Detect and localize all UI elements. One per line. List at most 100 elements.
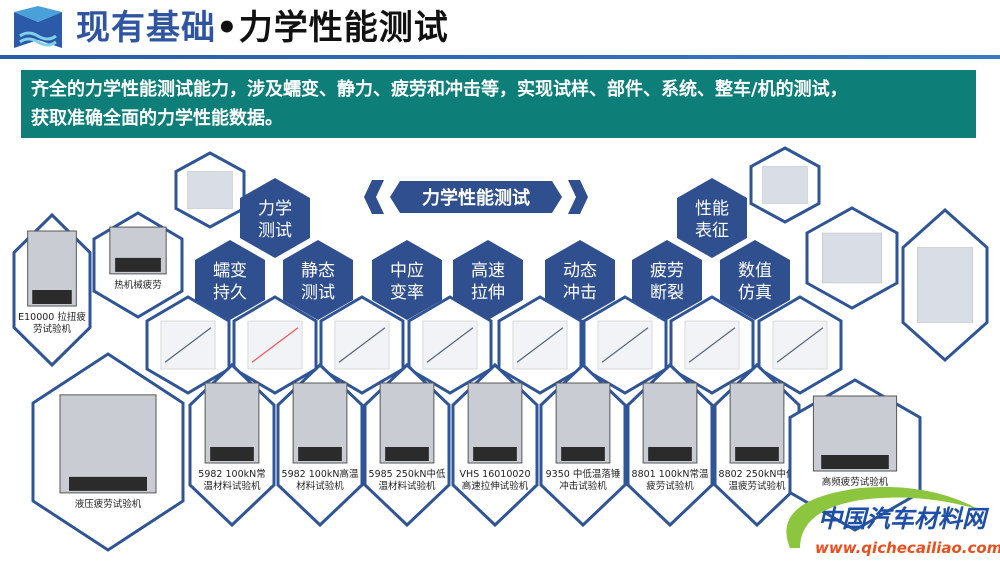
chart-curve <box>426 327 474 363</box>
category-label-line2: 断裂 <box>650 283 684 303</box>
machine-label-line1: 液压疲劳试验机 <box>75 498 142 510</box>
machine-label-line1: 热机械疲劳 <box>114 279 162 291</box>
category-label-line2: 表征 <box>695 221 729 241</box>
photo-placeholder <box>917 247 973 323</box>
machine-hex: 液压疲劳试验机 <box>31 352 185 552</box>
chart-image-hex <box>407 295 493 395</box>
chart-image-hex <box>497 295 583 395</box>
machine-base <box>115 257 161 272</box>
machine-label-line1: 5982 100kN常 <box>198 468 265 480</box>
banner-shape <box>390 181 562 213</box>
chart-image-hex <box>805 206 899 310</box>
machine-label-line2: 高速拉伸试验机 <box>462 480 529 492</box>
category-label-line1: 力学 <box>258 199 292 219</box>
machine-base <box>821 455 889 469</box>
category-label-line2: 冲击 <box>563 283 597 303</box>
chart-image-hex <box>669 295 755 395</box>
chart-curve <box>338 327 386 363</box>
title-part2: •力学性能测试 <box>216 8 449 48</box>
watermark-name: 中国汽车材料网 <box>818 505 990 533</box>
watermark-swoosh-icon <box>786 486 980 548</box>
machine-base <box>648 447 692 461</box>
intro-line1: 齐全的力学性能测试能力，涉及蠕变、静力、疲劳和冲击等，实现试样、部件、系统、整车… <box>31 79 848 100</box>
category-label-line2: 持久 <box>213 283 247 303</box>
chart-curve <box>688 327 736 363</box>
chart-image-hex <box>582 295 668 395</box>
machine-base <box>561 447 605 461</box>
chart-curve <box>164 327 212 363</box>
machine-label-line2: 温材料试验机 <box>203 480 261 492</box>
chevron-right-icon <box>568 180 588 214</box>
chart-image-hex <box>145 295 231 395</box>
chart-image-hex <box>749 146 821 224</box>
category-label-line2: 变率 <box>390 283 424 303</box>
category-label-line2: 测试 <box>258 221 292 241</box>
chart-curve <box>776 327 824 363</box>
category-label-line1: 性能 <box>695 199 729 219</box>
category-label-line2: 测试 <box>301 283 335 303</box>
chart-image-hex <box>174 151 246 229</box>
machine-label-line1: E10000 拉扭疲 <box>18 311 86 323</box>
chart-image-hex <box>319 295 405 395</box>
machine-label-line1: 9350 中低温落锤 <box>546 468 621 480</box>
machine-hex: 热机械疲劳 <box>92 211 184 319</box>
machine-base <box>32 290 72 304</box>
category-label-line1: 疲劳 <box>650 261 684 281</box>
title-part1: 现有基础 <box>76 8 216 48</box>
chart-image-hex <box>901 207 989 363</box>
page-title: 现有基础•力学性能测试 <box>76 6 449 50</box>
photo-placeholder <box>512 320 568 370</box>
machine-base <box>210 447 254 461</box>
machine-label-line1: 5985 250kN中低 <box>369 468 446 480</box>
header-divider <box>0 55 1000 59</box>
machine-label-line2: 冲击试验机 <box>559 480 607 492</box>
chevron-left-icon <box>364 180 384 214</box>
machine-label-line1: 8802 250kN中低 <box>719 468 796 480</box>
machine-label-line1: VHS 16010020 <box>459 469 530 480</box>
category-label-line1: 蠕变 <box>213 261 247 281</box>
machine-label-line2: 材料试验机 <box>296 480 344 492</box>
chart-curve <box>516 327 564 363</box>
category-label-line1: 静态 <box>301 261 335 281</box>
category-label-line1: 中应 <box>390 261 424 281</box>
category-label-line2: 拉伸 <box>471 283 505 303</box>
photo-placeholder <box>187 171 233 209</box>
machine-base <box>735 447 779 461</box>
chart-curve <box>251 327 299 363</box>
machine-label-line1: 5982 100kN高温 <box>282 468 359 480</box>
banner-label: 力学性能测试 <box>422 187 530 209</box>
machine-base <box>298 447 342 461</box>
photo-placeholder <box>762 166 808 204</box>
machine-base <box>69 476 147 491</box>
category-hex: 高速拉伸 <box>453 240 523 320</box>
chart-image-hex <box>232 295 318 395</box>
machine-label-line2: 疲劳试验机 <box>646 480 694 492</box>
slide-header: 现有基础•力学性能测试 <box>0 0 1000 60</box>
chart-image-hex <box>757 295 843 395</box>
machine-base <box>473 447 517 461</box>
watermark-url: www.qichecailiao.com <box>815 539 1000 557</box>
machine-photo <box>59 394 157 494</box>
logo-icon <box>14 6 62 48</box>
photo-placeholder <box>422 320 478 370</box>
machine-label-line2: 温材料试验机 <box>378 480 436 492</box>
machine-label-line2: 温疲劳试验机 <box>728 480 786 492</box>
intro-banner: 齐全的力学性能测试能力，涉及蠕变、静力、疲劳和冲击等，实现试样、部件、系统、整车… <box>21 70 976 138</box>
category-label-line1: 高速 <box>471 261 505 281</box>
photo-placeholder <box>822 232 882 284</box>
machine-label-line1: 高频疲劳试验机 <box>822 476 889 488</box>
